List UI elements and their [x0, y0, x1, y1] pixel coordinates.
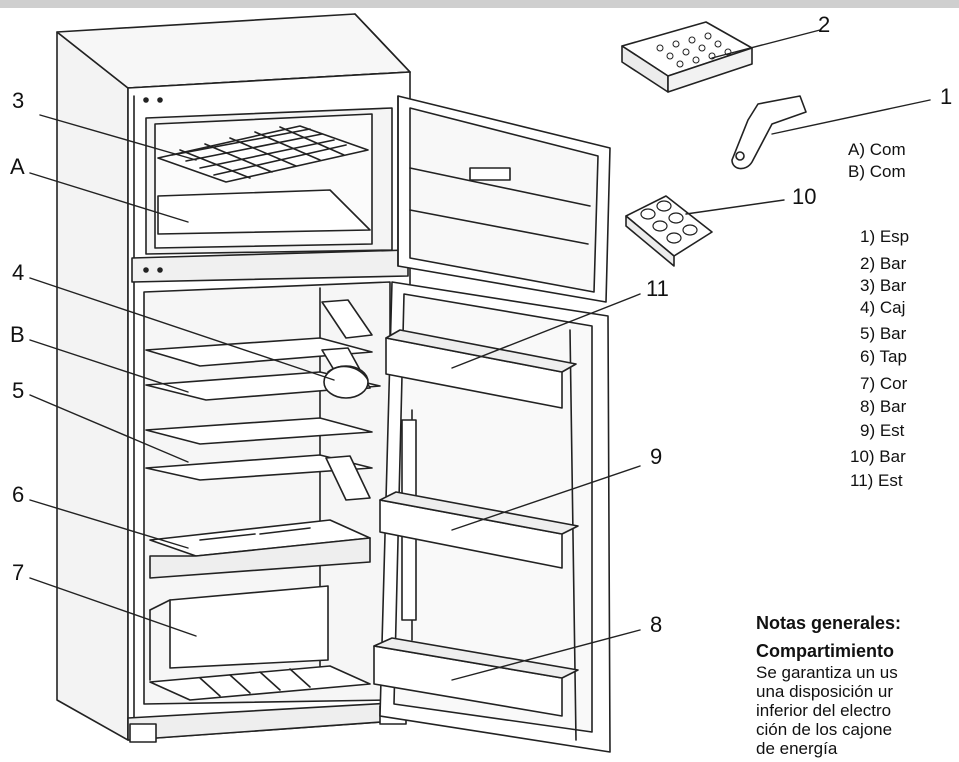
legend-compartment-b: B) Com [848, 162, 906, 181]
notes-line-2: una disposición ur [756, 682, 894, 701]
callout-2: 2 [818, 12, 831, 37]
legend-item-2: 2) Bar [860, 254, 907, 273]
notes-line-4: ción de los cajone [756, 720, 893, 739]
legend-item-10: 10) Bar [850, 447, 906, 466]
legend-item-5: 5) Bar [860, 324, 907, 343]
callout-6: 6 [12, 482, 25, 507]
callout-A: A [10, 154, 25, 179]
notes-line-1: Se garantiza un us [756, 663, 898, 682]
freezer-door [397, 95, 611, 303]
notes-subtitle: Compartimiento [756, 641, 895, 661]
legend-item-7: 7) Cor [860, 374, 908, 393]
fridge-door [373, 281, 611, 753]
notes-line-5: de energía [756, 739, 838, 758]
legend-item-9: 9) Est [860, 421, 905, 440]
top-gray-bar [0, 0, 959, 8]
callout-5: 5 [12, 378, 25, 403]
egg-tray-icon [625, 195, 713, 267]
legend-item-8: 8) Bar [860, 397, 907, 416]
legend-item-11: 11) Est [850, 471, 903, 490]
legend-item-6: 6) Tap [860, 347, 907, 366]
legend-item-3: 3) Bar [860, 276, 907, 295]
legend-item-4: 4) Caj [860, 298, 906, 317]
callout-11: 11 [646, 276, 669, 301]
ice-tray-icon [621, 21, 753, 93]
fridge-cabinet [56, 13, 411, 743]
callout-9: 9 [650, 444, 663, 469]
legend-compartment-a: A) Com [848, 140, 906, 159]
callout-8: 8 [650, 612, 663, 637]
notes-line-3: inferior del electro [756, 701, 892, 720]
legend-item-1: 1) Esp [860, 227, 910, 246]
callout-1: 1 [940, 84, 953, 109]
leader-lines [29, 29, 931, 681]
callout-4: 4 [12, 260, 25, 285]
callout-3: 3 [12, 88, 25, 113]
callout-7: 7 [12, 560, 25, 585]
callout-10: 10 [792, 184, 817, 209]
scraper-icon [731, 95, 807, 170]
notes-title: Notas generales: [756, 613, 902, 633]
callout-B: B [10, 322, 25, 347]
